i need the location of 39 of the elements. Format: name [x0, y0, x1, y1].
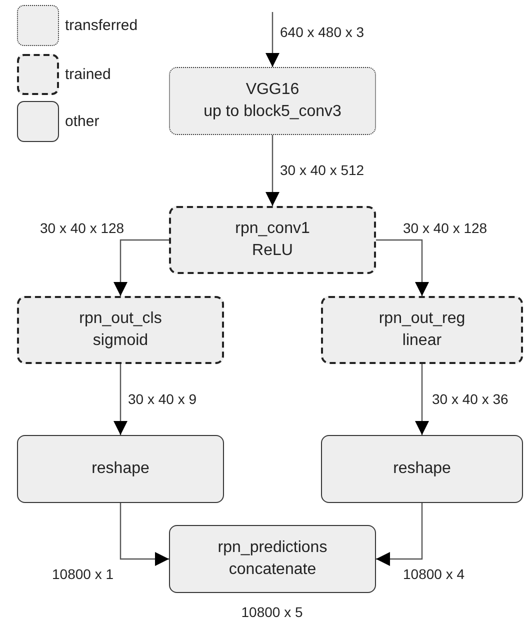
arrow [114, 239, 169, 296]
arrow [120, 503, 169, 566]
layer-text: rpn_out_reg [378, 309, 466, 330]
layer-text: reshape [92, 459, 150, 480]
layer-text: rpn_predictions [218, 538, 328, 558]
layer-box [169, 206, 376, 274]
layer-text: ReLU [252, 241, 293, 261]
edge-label: 640 x 480 x 3 [280, 24, 364, 40]
layer-box [321, 435, 523, 503]
layer-box [321, 296, 523, 364]
layer-text: rpn_conv1 [235, 219, 310, 240]
arrow [114, 364, 128, 435]
layer-text: up to block5_conv3 [204, 102, 342, 122]
layer-box [169, 67, 376, 135]
layer-text: reshape [393, 459, 451, 480]
layer-box [17, 296, 224, 364]
layer-text: linear [402, 331, 442, 351]
legend-label: trained [65, 66, 111, 83]
output-shape-label: 10800 x 5 [241, 604, 303, 620]
edge-label: 10800 x 1 [52, 566, 114, 582]
arrow [266, 135, 280, 206]
layer-text: rpn_out_cls [79, 309, 162, 330]
arrow [415, 364, 429, 435]
arrow [376, 239, 429, 296]
layer-text: sigmoid [92, 331, 148, 351]
legend-label: other [65, 113, 100, 130]
edge-label: 30 x 40 x 128 [403, 220, 488, 236]
edge-label: 30 x 40 x 512 [280, 162, 364, 178]
edge-label: 30 x 40 x 128 [40, 220, 124, 236]
arrow [266, 12, 280, 67]
legend-label: transferred [65, 17, 138, 34]
layer-text: concatenate [228, 560, 316, 580]
edge-label: 30 x 40 x 9 [128, 391, 196, 407]
edge-label: 10800 x 4 [403, 566, 464, 582]
layer-box [17, 435, 224, 503]
edge-label: 30 x 40 x 36 [432, 391, 508, 407]
layer-box [169, 525, 376, 593]
layer-text: VGG16 [246, 80, 300, 100]
arrow [376, 503, 423, 566]
